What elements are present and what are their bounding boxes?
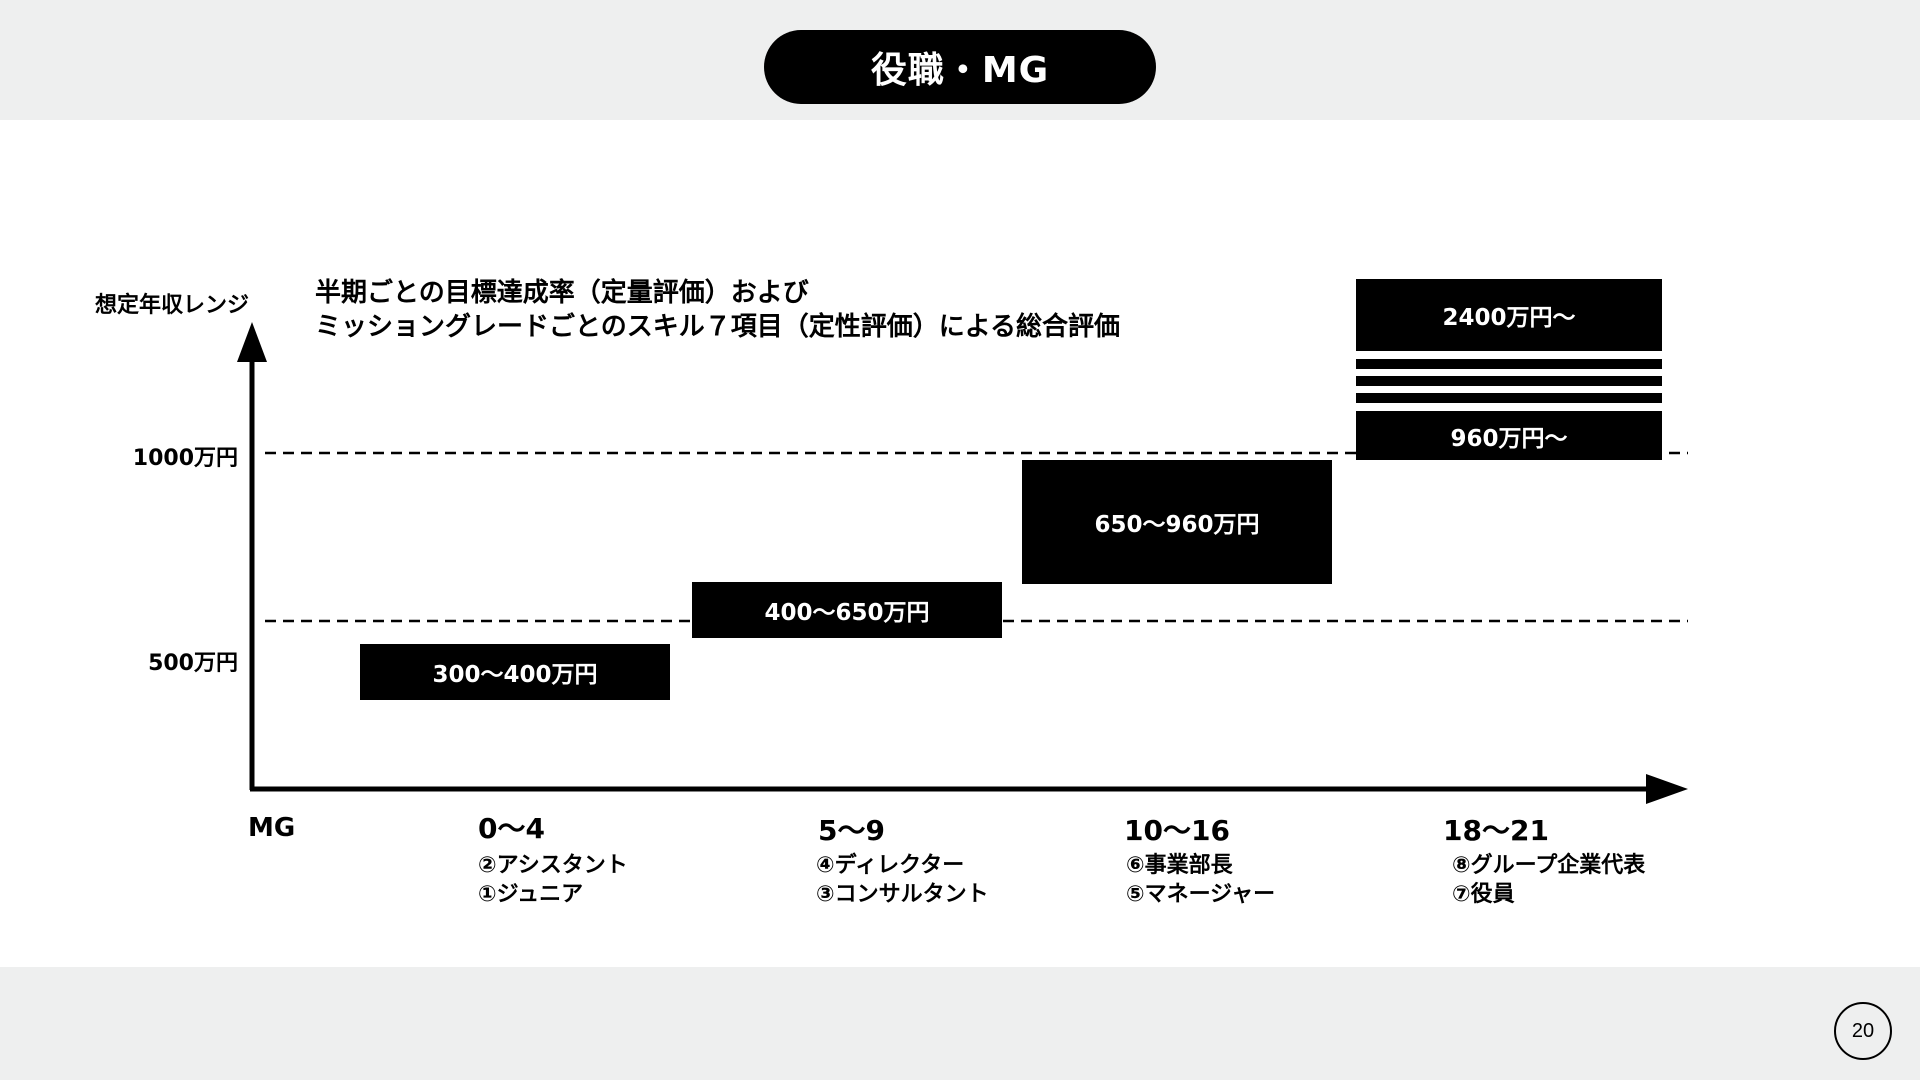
role-group-mg-5-9: ④ディレクター ③コンサルタント	[816, 851, 989, 909]
role-label: ⑥事業部長	[1126, 853, 1233, 878]
description-line-2: ミッショングレードごとのスキル７項目（定性評価）による総合評価	[315, 312, 1120, 342]
role-group-mg-18-21: ⑧グループ企業代表 ⑦役員	[1452, 851, 1645, 909]
footer-band	[0, 967, 1920, 1080]
mg-range-0-4: 0〜4	[478, 812, 545, 845]
page-number: 20	[1834, 1002, 1892, 1060]
y-axis-arrow	[237, 322, 267, 362]
role-label: ②アシスタント	[478, 853, 628, 878]
mg-range-18-21: 18〜21	[1443, 814, 1549, 847]
y-tick-1000: 1000万円	[132, 446, 238, 471]
top-box-stripes	[1356, 359, 1662, 403]
role-group-mg-10-16: ⑥事業部長 ⑤マネージャー	[1126, 851, 1275, 909]
salary-box-mg-5-9: 400〜650万円	[692, 582, 1002, 638]
role-label: ④ディレクター	[816, 853, 965, 878]
role-label: ⑧グループ企業代表	[1452, 853, 1646, 878]
y-tick-500: 500万円	[148, 651, 238, 676]
role-label: ①ジュニア	[478, 882, 584, 907]
description-line-1: 半期ごとの目標達成率（定量評価）および	[315, 278, 809, 308]
x-axis-title: MG	[248, 813, 296, 843]
salary-box-mg-18-21-high: 2400万円〜	[1356, 279, 1662, 351]
salary-box-mg-18-21-low: 960万円〜	[1356, 411, 1662, 460]
role-label: ⑦役員	[1452, 882, 1515, 907]
mg-range-10-16: 10〜16	[1124, 814, 1230, 847]
x-axis-arrow	[1646, 774, 1688, 804]
role-group-mg-0-4: ②アシスタント ①ジュニア	[478, 851, 628, 909]
page-title: 役職・MG	[764, 30, 1156, 104]
salary-box-mg-10-16: 650〜960万円	[1022, 460, 1332, 584]
salary-box-mg-0-4: 300〜400万円	[360, 644, 670, 700]
role-label: ③コンサルタント	[816, 882, 989, 907]
role-label: ⑤マネージャー	[1126, 882, 1276, 907]
y-axis-title: 想定年収レンジ	[95, 293, 250, 318]
mg-range-5-9: 5〜9	[818, 814, 885, 847]
